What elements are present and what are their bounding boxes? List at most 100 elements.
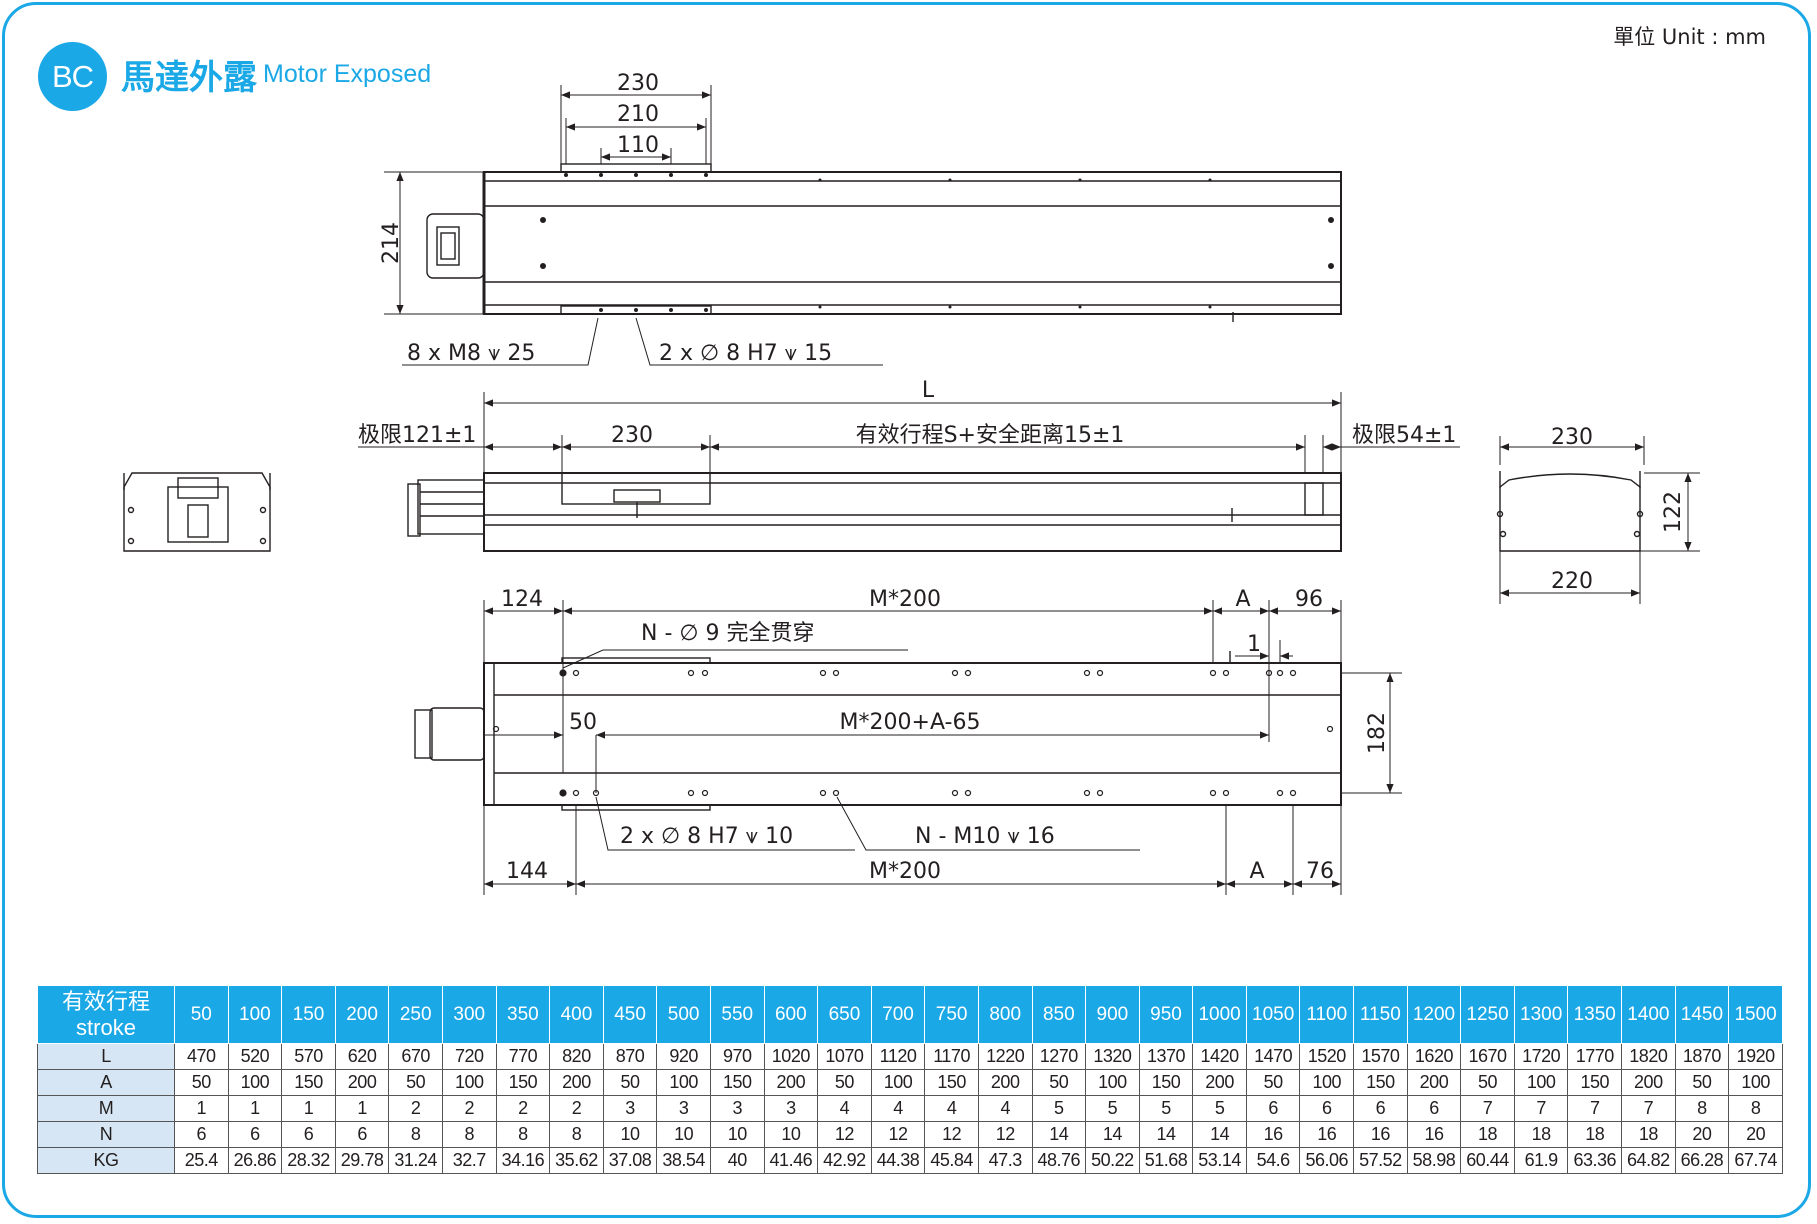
spec-cell: 670 (388, 1043, 443, 1070)
spec-cell: 200 (977, 1069, 1033, 1096)
spec-cell: 1570 (1353, 1043, 1408, 1070)
spec-cell: 200 (1621, 1069, 1676, 1096)
spec-cell: 1 (281, 1095, 336, 1122)
spec-cell: 50 (174, 1069, 229, 1096)
spec-cell: 2 (495, 1095, 551, 1122)
spec-cell: 6 (227, 1121, 283, 1148)
spec-cell: 20 (1728, 1121, 1783, 1148)
spec-cell: 1070 (817, 1043, 872, 1070)
spec-cell: 6 (1245, 1095, 1301, 1122)
spec-cell: 2 (549, 1095, 604, 1122)
spec-cell: 14 (1138, 1121, 1194, 1148)
spec-cell: 1920 (1728, 1043, 1783, 1070)
spec-cell: 1420 (1192, 1043, 1247, 1070)
stroke-column-header: 700 (870, 985, 926, 1044)
callout-mounting-thread: 8 x M8 ⩛ 25 (407, 341, 535, 366)
spec-cell: 1720 (1513, 1043, 1569, 1070)
spec-cell: 18 (1621, 1121, 1676, 1148)
spec-cell: 50.22 (1085, 1147, 1140, 1174)
side-limit-right: 极限54±1 (1352, 423, 1456, 448)
spec-row-label: KG (37, 1147, 175, 1174)
spec-cell: 50 (1031, 1069, 1087, 1096)
spec-cell: 5 (1192, 1095, 1247, 1122)
spec-cell: 35.62 (549, 1147, 604, 1174)
spec-cell: 61.9 (1513, 1147, 1569, 1174)
spec-cell: 51.68 (1138, 1147, 1194, 1174)
stroke-column-header: 100 (227, 985, 283, 1044)
spec-cell: 18 (1567, 1121, 1623, 1148)
spec-cell: 50 (817, 1069, 872, 1096)
spec-cell: 10 (602, 1121, 658, 1148)
spec-cell: 10 (763, 1121, 819, 1148)
spec-cell: 14 (1192, 1121, 1247, 1148)
spec-cell: 7 (1513, 1095, 1569, 1122)
top-dim-214: 214 (379, 222, 404, 264)
spec-cell: 1770 (1567, 1043, 1623, 1070)
top-dim-210: 210 (617, 102, 659, 127)
spec-cell: 1 (227, 1095, 283, 1122)
spec-cell: 100 (1299, 1069, 1355, 1096)
stroke-header-en: stroke (76, 1014, 136, 1040)
bottom-dim-50: 50 (569, 710, 597, 735)
spec-row-label: A (37, 1069, 175, 1096)
title-english: Motor Exposed (263, 60, 432, 88)
spec-cell: 20 (1674, 1121, 1730, 1148)
stroke-header-zh: 有效行程 (61, 988, 150, 1014)
stroke-column-header: 600 (763, 985, 819, 1044)
side-limit-left: 极限121±1 (358, 423, 476, 448)
spec-cell: 4 (924, 1095, 979, 1122)
spec-cell: 1670 (1460, 1043, 1515, 1070)
spec-cell: 42.92 (817, 1147, 872, 1174)
series-badge: BC (38, 42, 107, 111)
spec-cell: 1120 (870, 1043, 926, 1070)
spec-cell: 1020 (763, 1043, 819, 1070)
callout-through-holes: N - ∅ 9 完全贯穿 (641, 621, 815, 646)
side-dim-L: L (922, 378, 935, 403)
stroke-column-header: 1250 (1460, 985, 1515, 1044)
spec-cell: 870 (602, 1043, 658, 1070)
stroke-column-header: 900 (1085, 985, 1140, 1044)
spec-cell: 18 (1460, 1121, 1515, 1148)
spec-cell: 5 (1085, 1095, 1140, 1122)
stroke-column-header: 1050 (1245, 985, 1301, 1044)
spec-cell: 3 (602, 1095, 658, 1122)
spec-cell: 5 (1138, 1095, 1194, 1122)
stroke-column-header: 950 (1138, 985, 1194, 1044)
spec-cell: 8 (441, 1121, 497, 1148)
spec-cell: 14 (1031, 1121, 1087, 1148)
spec-cell: 150 (281, 1069, 336, 1096)
spec-cell: 1220 (977, 1043, 1033, 1070)
spec-cell: 6 (1299, 1095, 1355, 1122)
unit-label: 單位 Unit : mm (1613, 25, 1766, 49)
spec-row-label: M (37, 1095, 175, 1122)
stroke-column-header: 500 (656, 985, 711, 1044)
spec-cell: 1370 (1138, 1043, 1194, 1070)
title-chinese: 馬達外露 (121, 58, 257, 98)
callout-thread-bottom: N - M10 ⩛ 16 (915, 824, 1055, 849)
bottom-view (414, 600, 1402, 895)
spec-cell: 8 (1674, 1095, 1730, 1122)
bottom-dim-m200-top: M*200 (869, 587, 941, 612)
spec-cell: 14 (1085, 1121, 1140, 1148)
spec-cell: 48.76 (1031, 1147, 1087, 1174)
stroke-column-header: 750 (924, 985, 979, 1044)
bottom-dim-A-bottom: A (1249, 859, 1264, 884)
spec-cell: 47.3 (977, 1147, 1033, 1174)
bottom-dim-124: 124 (501, 587, 543, 612)
spec-cell: 100 (656, 1069, 711, 1096)
spec-cell: 26.86 (227, 1147, 283, 1174)
top-view (384, 85, 1342, 366)
spec-cell: 34.16 (495, 1147, 551, 1174)
spec-cell: 57.52 (1353, 1147, 1408, 1174)
spec-cell: 12 (817, 1121, 872, 1148)
spec-row-label: N (37, 1121, 175, 1148)
spec-cell: 60.44 (1460, 1147, 1515, 1174)
bottom-dim-A-top: A (1235, 587, 1250, 612)
spec-cell: 37.08 (602, 1147, 658, 1174)
spec-cell: 66.28 (1674, 1147, 1730, 1174)
